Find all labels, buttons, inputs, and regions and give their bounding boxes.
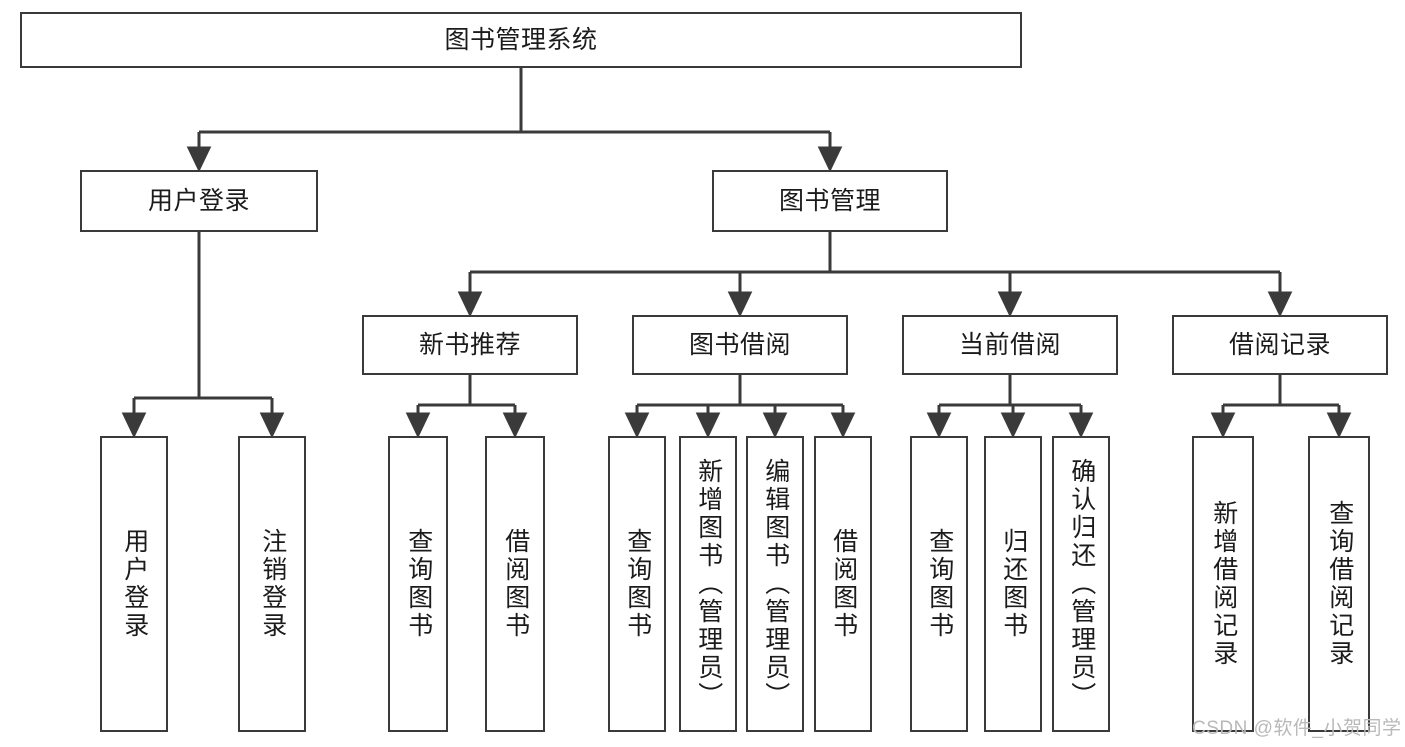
node-leaf-query-record[interactable]: 查询借阅记录 bbox=[1308, 436, 1370, 732]
node-leaf-edit-book[interactable]: 编辑图书（管理员） bbox=[746, 436, 804, 732]
node-label: 查询图书 bbox=[925, 528, 954, 640]
node-leaf-query-book-2[interactable]: 查询图书 bbox=[608, 436, 666, 732]
node-label: 查询借阅记录 bbox=[1325, 500, 1354, 668]
node-label: 图书管理系统 bbox=[444, 26, 598, 54]
node-leaf-user-logout[interactable]: 注销登录 bbox=[238, 436, 306, 732]
node-label: 新增借阅记录 bbox=[1209, 500, 1238, 668]
node-label: 借阅图书 bbox=[829, 528, 858, 640]
node-label: 图书管理 bbox=[778, 187, 881, 215]
watermark-text: CSDN @软件_小贺同学 bbox=[1192, 718, 1402, 739]
node-leaf-return-book[interactable]: 归还图书 bbox=[984, 436, 1042, 732]
node-new-book-rec[interactable]: 新书推荐 bbox=[362, 315, 578, 375]
node-leaf-add-record[interactable]: 新增借阅记录 bbox=[1192, 436, 1254, 732]
node-label: 注销登录 bbox=[258, 528, 287, 640]
node-leaf-query-book-1[interactable]: 查询图书 bbox=[388, 436, 448, 732]
node-label: 借阅图书 bbox=[501, 528, 530, 640]
node-book-borrow[interactable]: 图书借阅 bbox=[632, 315, 848, 375]
node-label: 新书推荐 bbox=[418, 331, 521, 359]
node-label: 用户登录 bbox=[147, 187, 250, 215]
node-leaf-borrow-book-1[interactable]: 借阅图书 bbox=[485, 436, 545, 732]
node-label: 确认归还（管理员） bbox=[1067, 458, 1096, 710]
node-current-borrow[interactable]: 当前借阅 bbox=[902, 315, 1118, 375]
node-leaf-borrow-book-2[interactable]: 借阅图书 bbox=[814, 436, 872, 732]
node-label: 用户登录 bbox=[120, 528, 149, 640]
node-label: 查询图书 bbox=[623, 528, 652, 640]
node-label: 编辑图书（管理员） bbox=[761, 458, 790, 710]
node-label: 新增图书（管理员） bbox=[694, 458, 723, 710]
node-label: 归还图书 bbox=[999, 528, 1028, 640]
node-leaf-query-book-3[interactable]: 查询图书 bbox=[910, 436, 968, 732]
node-borrow-record[interactable]: 借阅记录 bbox=[1172, 315, 1388, 375]
node-label: 查询图书 bbox=[404, 528, 433, 640]
node-root[interactable]: 图书管理系统 bbox=[20, 12, 1022, 68]
node-leaf-user-login[interactable]: 用户登录 bbox=[100, 436, 168, 732]
node-user-login[interactable]: 用户登录 bbox=[80, 170, 318, 232]
node-leaf-confirm-return[interactable]: 确认归还（管理员） bbox=[1052, 436, 1110, 732]
node-leaf-add-book[interactable]: 新增图书（管理员） bbox=[679, 436, 737, 732]
node-label: 借阅记录 bbox=[1228, 331, 1331, 359]
node-label: 当前借阅 bbox=[958, 331, 1061, 359]
node-label: 图书借阅 bbox=[688, 331, 791, 359]
node-book-manage[interactable]: 图书管理 bbox=[712, 170, 948, 232]
